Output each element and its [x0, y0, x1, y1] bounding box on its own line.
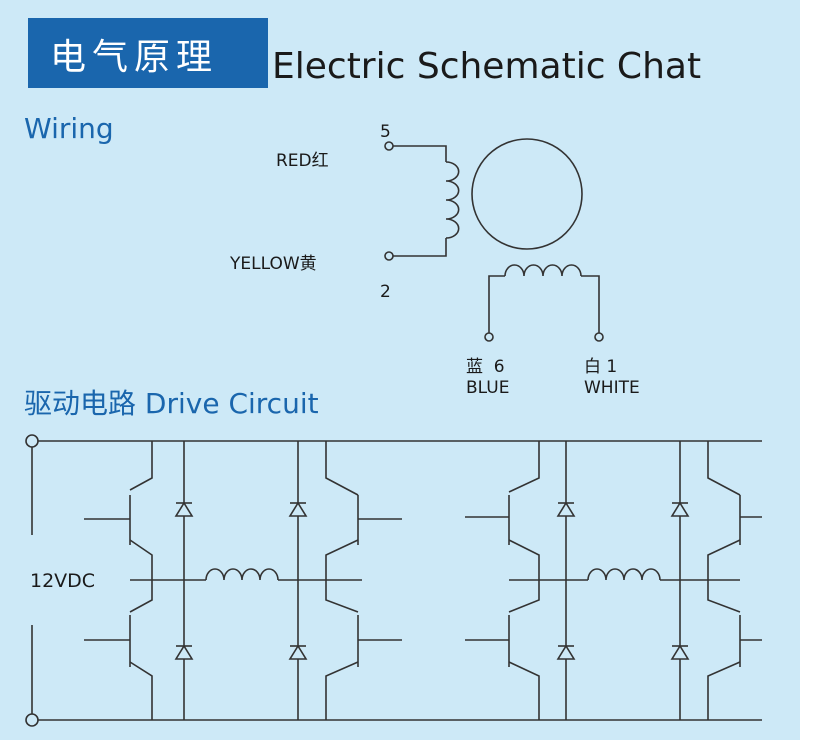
pin-2-number: 2	[380, 282, 391, 302]
h-bridge-right	[465, 441, 762, 720]
blue-wire-label: 蓝 6	[466, 357, 505, 377]
drive-circuit-heading: 驱动电路 Drive Circuit	[24, 387, 319, 420]
white-wire-label-en: WHITE	[584, 378, 640, 398]
coil-red-yellow	[384, 141, 460, 261]
yellow-wire-label: YELLOW黄	[230, 254, 317, 274]
red-wire-label: RED红	[276, 151, 329, 171]
coil-blue-white	[484, 264, 604, 342]
motor-rotor	[471, 138, 583, 250]
h-bridge-left	[84, 441, 402, 720]
pin-5-number: 5	[380, 122, 391, 142]
white-wire-label: 白 1	[584, 357, 618, 377]
supply-voltage-label: 12VDC	[30, 570, 96, 592]
wiring-heading: Wiring	[24, 112, 114, 145]
schematic-drawing	[25, 138, 762, 727]
supply-rails	[25, 434, 762, 727]
blue-wire-label-en: BLUE	[466, 378, 510, 398]
page: 电气原理 Electric Schematic Chat Wiring 5 RE…	[0, 0, 800, 740]
title-cn: 电气原理	[50, 37, 219, 78]
title-banner: 电气原理	[28, 18, 268, 88]
title-en: Electric Schematic Chat	[272, 46, 702, 87]
